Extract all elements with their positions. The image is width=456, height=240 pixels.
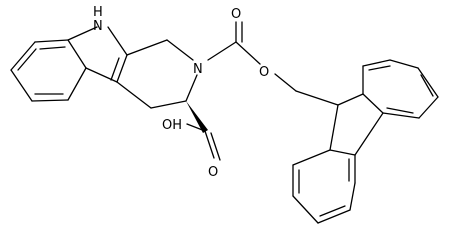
carbamate-linkage	[207, 21, 339, 106]
carboxylic-acid-group	[186, 101, 221, 161]
indole-benzene-ring	[10, 39, 87, 102]
fluorene-upper-benzene-ring	[362, 59, 439, 119]
ring-nitrogen-label: N	[193, 62, 203, 77]
molecule-canvas: H N N O O OH O	[10, 5, 439, 224]
acid-hydroxyl-label: OH	[162, 118, 182, 133]
carbamate-carbonyl-oxygen-label: O	[231, 7, 241, 22]
indole-pyrrole-ring	[67, 26, 128, 83]
fluorene-five-membered-ring	[329, 93, 384, 156]
indole-nitrogen-label: N	[93, 19, 103, 34]
carbamate-ester-oxygen-label: O	[259, 65, 269, 80]
fmoc-tetrahydro-beta-carboline-structure: H N N O O OH O	[10, 5, 439, 224]
stereo-wedge-bond	[186, 101, 208, 133]
indole-nh-hydrogen-label: H	[93, 5, 103, 20]
fluorene-lower-benzene-ring	[292, 149, 356, 224]
acid-carbonyl-oxygen-label: O	[208, 165, 218, 180]
tetrahydropyridine-ring	[116, 39, 198, 109]
